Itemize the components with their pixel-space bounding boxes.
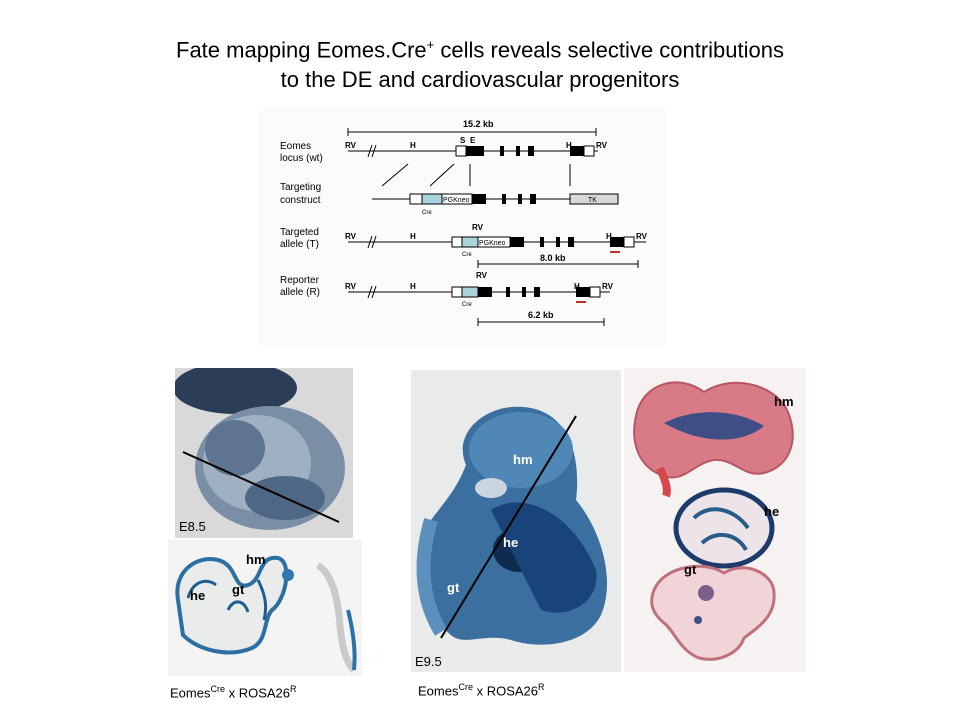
size-r-label: 6.2 kb — [528, 310, 554, 320]
emb2-gt-label: gt — [447, 580, 460, 595]
size-t-label: 8.0 kb — [540, 253, 566, 263]
row-label-wt-1: Eomes — [280, 141, 311, 152]
caption-left: EomesCre x ROSA26R — [170, 684, 297, 701]
svg-text:RV: RV — [602, 282, 614, 291]
svg-text:H: H — [410, 282, 416, 291]
row-label-r-1: Reporter — [280, 275, 320, 286]
wt-locus: RV H S E H RV — [345, 136, 608, 158]
svg-text:RV: RV — [345, 282, 357, 291]
span-label: 15.2 kb — [463, 119, 494, 129]
svg-text:TK: TK — [588, 197, 597, 204]
title-line-2: to the DE and cardiovascular progenitors — [280, 67, 680, 93]
svg-text:RV: RV — [345, 232, 357, 241]
schematic-svg: 15.2 kb Eomes locus (wt) Targeting const… — [280, 119, 648, 326]
svg-text:S: S — [460, 136, 466, 145]
caption-right: EomesCre x ROSA26R — [418, 682, 545, 699]
sec2-gt-label: gt — [684, 562, 697, 577]
sec1-hm-label: hm — [246, 552, 266, 567]
emb2-hm-label: hm — [513, 452, 533, 467]
svg-text:H: H — [606, 232, 612, 241]
svg-text:PGKneo: PGKneo — [443, 197, 470, 204]
row-label-t-1: Targeted — [280, 227, 319, 238]
svg-text:RV: RV — [636, 232, 648, 241]
sec2-hm-label: hm — [774, 394, 794, 409]
cre-box — [421, 193, 443, 205]
sec1-gt-label: gt — [232, 582, 245, 597]
row-label-tc-2: construct — [280, 195, 321, 206]
slide-title: Fate mapping Eomes.Cre+ cells reveals se… — [0, 30, 960, 95]
emb2-he-label: he — [503, 535, 519, 550]
stage-label-e95: E9.5 — [415, 654, 442, 669]
row-label-r-2: allele (R) — [280, 287, 320, 298]
targeted-allele: RV H RV PGKneo H RV Cre 8.0 kb — [345, 223, 648, 268]
stage-label-e85: E8.5 — [179, 519, 206, 534]
svg-text:RV: RV — [476, 271, 488, 280]
reporter-allele: RV H RV H RV Cre 6.2 kb — [345, 271, 614, 326]
e95-section-image: hm he gt — [624, 368, 806, 672]
targeting-schematic: 15.2 kb Eomes locus (wt) Targeting const… — [258, 106, 666, 346]
sec1-he-label: he — [190, 588, 206, 603]
svg-text:Cre: Cre — [462, 252, 472, 258]
svg-text:RV: RV — [472, 223, 484, 232]
sec2-he-label: he — [764, 504, 780, 519]
svg-text:Cre: Cre — [462, 302, 472, 308]
svg-text:H: H — [410, 141, 416, 150]
row-label-wt-2: locus (wt) — [280, 153, 323, 164]
e85-section-image: hm he gt — [168, 540, 362, 676]
svg-text:RV: RV — [596, 141, 608, 150]
svg-text:RV: RV — [345, 141, 357, 150]
row-label-t-2: allele (T) — [280, 239, 319, 250]
svg-text:Cre: Cre — [422, 210, 432, 216]
row-label-tc-1: Targeting — [280, 182, 321, 193]
svg-text:E: E — [470, 136, 476, 145]
svg-text:H: H — [566, 141, 572, 150]
e95-embryo-image: hm he gt E9.5 — [411, 370, 621, 672]
e85-embryo-image: E8.5 — [175, 368, 353, 538]
svg-text:H: H — [574, 282, 580, 291]
svg-text:PGKneo: PGKneo — [479, 240, 506, 247]
targeting-construct: PGKneo TK Cre — [372, 193, 619, 216]
svg-text:H: H — [410, 232, 416, 241]
title-line-1: Fate mapping Eomes.Cre+ cells reveals se… — [176, 37, 784, 63]
